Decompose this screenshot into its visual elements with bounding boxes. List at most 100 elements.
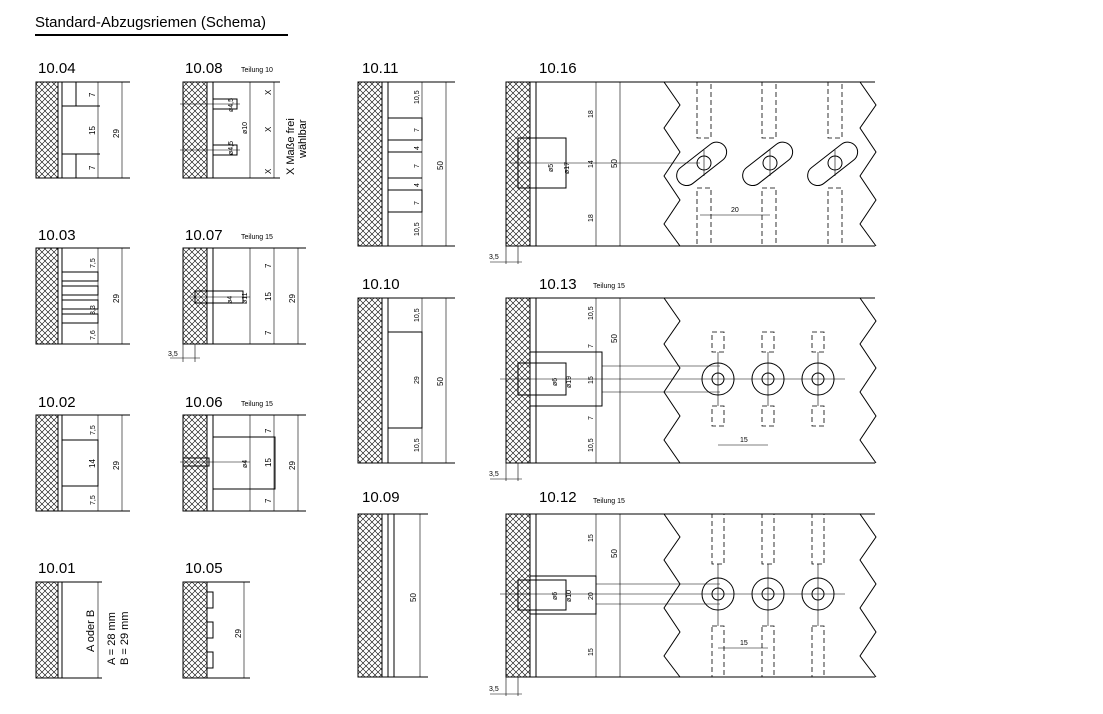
svg-text:10,5: 10,5 bbox=[414, 222, 421, 236]
svg-text:29: 29 bbox=[112, 461, 121, 470]
svg-text:15: 15 bbox=[588, 376, 595, 384]
svg-text:Teilung 15: Teilung 15 bbox=[241, 234, 273, 241]
svg-text:15: 15 bbox=[740, 437, 748, 444]
svg-text:ø6: ø6 bbox=[552, 592, 559, 600]
svg-text:wählbar: wählbar bbox=[297, 119, 309, 159]
svg-text:3,5: 3,5 bbox=[489, 254, 499, 261]
svg-text:50: 50 bbox=[436, 161, 445, 170]
svg-text:A oder B: A oder B bbox=[85, 610, 97, 652]
svg-text:29: 29 bbox=[112, 294, 121, 303]
svg-text:50: 50 bbox=[436, 377, 445, 386]
label-10-16: 10.16 bbox=[539, 60, 577, 77]
label-10-06: 10.06 bbox=[185, 394, 223, 411]
svg-text:29: 29 bbox=[288, 461, 297, 470]
svg-text:7: 7 bbox=[264, 330, 273, 335]
label-10-07: 10.07 bbox=[185, 227, 223, 244]
svg-text:29: 29 bbox=[112, 129, 121, 138]
svg-text:29: 29 bbox=[288, 294, 297, 303]
profile-10-12: 10.12 Teilung 15 3,5 ø6 ø10 15 20 15 50 bbox=[489, 489, 877, 696]
svg-text:ø4,5: ø4,5 bbox=[228, 141, 235, 155]
svg-text:ø5: ø5 bbox=[548, 164, 555, 172]
svg-text:7: 7 bbox=[264, 498, 273, 503]
svg-text:Teilung 15: Teilung 15 bbox=[593, 283, 625, 290]
profile-10-16: 10.16 3,5 ø5 ø17 18 14 18 50 bbox=[489, 60, 877, 264]
svg-text:50: 50 bbox=[610, 549, 619, 558]
svg-text:Teilung 10: Teilung 10 bbox=[241, 67, 273, 74]
svg-text:7: 7 bbox=[88, 165, 97, 170]
label-10-09: 10.09 bbox=[362, 489, 400, 506]
profile-10-11: 10.11 10,5 7 4 7 4 7 10,5 50 bbox=[357, 60, 455, 247]
profile-10-04: 10.04 7 15 7 29 bbox=[35, 60, 130, 179]
label-10-10: 10.10 bbox=[362, 276, 400, 293]
svg-text:20: 20 bbox=[731, 207, 739, 214]
label-10-05: 10.05 bbox=[185, 560, 223, 577]
svg-text:10,5: 10,5 bbox=[414, 90, 421, 104]
profile-10-13: 10.13 Teilung 15 3,5 ø6 ø19 10,5 7 15 7 … bbox=[489, 276, 877, 481]
profile-10-01: 10.01 A oder B A = 28 mm B = 29 mm bbox=[35, 560, 131, 679]
svg-text:ø6: ø6 bbox=[552, 378, 559, 386]
svg-text:3,3: 3,3 bbox=[90, 305, 97, 315]
profile-10-03: 10.03 7,5 3,3 7,6 29 bbox=[35, 227, 130, 345]
svg-text:15: 15 bbox=[264, 292, 273, 301]
svg-text:50: 50 bbox=[610, 159, 619, 168]
svg-text:4: 4 bbox=[414, 183, 421, 187]
svg-text:7: 7 bbox=[588, 344, 595, 348]
svg-text:ø4,5: ø4,5 bbox=[228, 98, 235, 112]
label-10-04: 10.04 bbox=[38, 60, 76, 77]
label-10-11: 10.11 bbox=[362, 60, 398, 77]
svg-text:ø11: ø11 bbox=[242, 292, 249, 304]
svg-text:7: 7 bbox=[414, 164, 421, 168]
svg-text:A = 28 mm: A = 28 mm bbox=[106, 612, 118, 665]
svg-text:50: 50 bbox=[610, 334, 619, 343]
profile-10-10: 10.10 10,5 29 10,5 50 bbox=[357, 276, 455, 464]
svg-text:14: 14 bbox=[88, 459, 97, 468]
svg-text:3,5: 3,5 bbox=[489, 471, 499, 478]
profile-10-08: 10.08 Teilung 10 ø4,5 ø10 ø4,5 X X X X M… bbox=[180, 60, 309, 179]
svg-text:X: X bbox=[264, 168, 273, 174]
profile-10-09: 10.09 50 bbox=[357, 489, 428, 678]
svg-text:15: 15 bbox=[588, 534, 595, 542]
svg-text:7: 7 bbox=[414, 128, 421, 132]
svg-text:3,5: 3,5 bbox=[168, 351, 178, 358]
svg-text:ø19: ø19 bbox=[566, 376, 573, 388]
svg-text:29: 29 bbox=[414, 376, 421, 384]
svg-text:Teilung 15: Teilung 15 bbox=[241, 401, 273, 408]
svg-text:7,5: 7,5 bbox=[90, 425, 97, 435]
label-10-02: 10.02 bbox=[38, 394, 76, 411]
profile-10-02: 10.02 7,5 14 7,5 29 bbox=[35, 394, 130, 512]
svg-text:X: X bbox=[264, 126, 273, 132]
svg-text:50: 50 bbox=[409, 593, 418, 602]
svg-text:29: 29 bbox=[234, 629, 243, 638]
svg-text:ø4: ø4 bbox=[227, 296, 234, 304]
svg-text:B = 29 mm: B = 29 mm bbox=[119, 612, 131, 666]
drawing-title: Standard-Abzugsriemen (Schema) bbox=[35, 14, 266, 31]
svg-text:15: 15 bbox=[88, 126, 97, 135]
svg-text:Teilung 15: Teilung 15 bbox=[593, 498, 625, 505]
svg-text:7: 7 bbox=[414, 201, 421, 205]
svg-text:10,5: 10,5 bbox=[588, 306, 595, 320]
svg-text:18: 18 bbox=[588, 214, 595, 222]
svg-text:7: 7 bbox=[588, 416, 595, 420]
svg-text:10,5: 10,5 bbox=[414, 308, 421, 322]
svg-text:X Maße frei: X Maße frei bbox=[285, 118, 297, 175]
svg-text:X: X bbox=[264, 89, 273, 95]
svg-text:3,5: 3,5 bbox=[489, 686, 499, 693]
svg-text:ø10: ø10 bbox=[566, 590, 573, 602]
svg-text:7: 7 bbox=[264, 263, 273, 268]
svg-text:ø10: ø10 bbox=[242, 122, 249, 134]
label-10-13: 10.13 bbox=[539, 276, 577, 293]
svg-text:18: 18 bbox=[588, 110, 595, 118]
profile-10-05: 10.05 29 bbox=[182, 560, 250, 679]
svg-text:ø17: ø17 bbox=[564, 162, 571, 174]
svg-text:7,5: 7,5 bbox=[90, 495, 97, 505]
svg-text:10,5: 10,5 bbox=[414, 438, 421, 452]
label-10-01: 10.01 bbox=[38, 560, 76, 577]
profile-10-07: 10.07 Teilung 15 3,5 ø4 ø11 7 15 7 29 bbox=[168, 227, 306, 362]
label-10-08: 10.08 bbox=[185, 60, 223, 77]
svg-text:15: 15 bbox=[588, 648, 595, 656]
svg-text:15: 15 bbox=[740, 640, 748, 647]
svg-text:7,6: 7,6 bbox=[90, 330, 97, 340]
svg-text:20: 20 bbox=[588, 592, 595, 600]
svg-text:14: 14 bbox=[588, 160, 595, 168]
